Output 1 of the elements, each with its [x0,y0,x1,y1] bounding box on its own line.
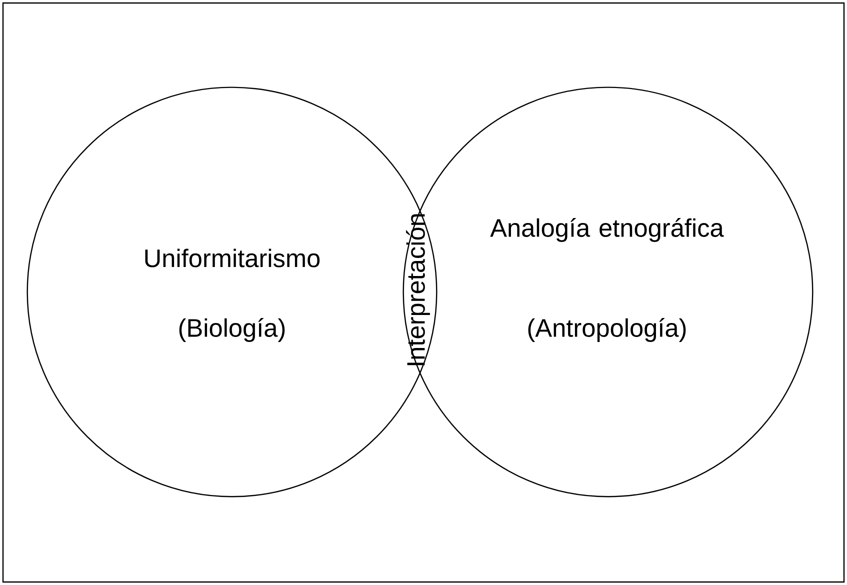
overlap-label: Interpretación [406,214,430,366]
